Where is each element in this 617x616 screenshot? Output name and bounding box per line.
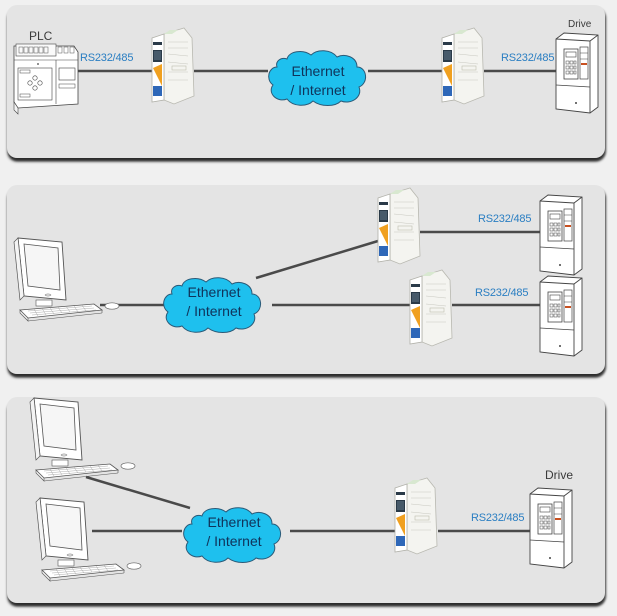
computer-icon: [29, 397, 136, 482]
gateway-icon: [151, 27, 195, 105]
link-label-serial: RS232/485: [471, 512, 525, 524]
drive-icon: [539, 275, 583, 357]
cloud-label-line2: / Internet: [186, 303, 242, 319]
cloud-label: Ethernet / Internet: [182, 513, 286, 551]
drive-icon: [539, 194, 583, 276]
cloud-label: Ethernet / Internet: [268, 62, 368, 100]
link-label-serial: RS232/485: [501, 52, 555, 64]
link-lines-panel-3: [85, 475, 532, 533]
gateway-icon: [377, 187, 421, 265]
device-label-plc: PLC: [29, 29, 53, 43]
cloud-label-line1: Ethernet: [291, 63, 345, 79]
panel-pc-to-two-drives: [7, 185, 605, 374]
cloud-label-line1: Ethernet: [187, 284, 241, 300]
computer-icon: [35, 497, 142, 582]
link-label-serial: RS232/485: [478, 213, 532, 225]
cloud-label-line2: / Internet: [206, 533, 262, 549]
link-label-serial: RS232/485: [475, 287, 529, 299]
drive-icon: [555, 32, 599, 114]
gateway-icon: [394, 477, 438, 555]
plc-icon: [13, 43, 79, 115]
computer-icon: [13, 237, 120, 322]
gateway-icon: [441, 27, 485, 105]
link-computer-top-cloud: [85, 475, 191, 510]
link-label-serial: RS232/485: [80, 52, 134, 64]
cloud-label-line1: Ethernet: [207, 514, 261, 530]
device-label-drive: Drive: [568, 19, 592, 30]
drive-icon: [529, 487, 573, 569]
link-cloud-gateway-top: [255, 239, 379, 280]
device-label-drive: Drive: [545, 468, 574, 482]
cloud-label: Ethernet / Internet: [162, 283, 266, 321]
gateway-icon: [409, 269, 453, 347]
cloud-label-line2: / Internet: [290, 82, 346, 98]
